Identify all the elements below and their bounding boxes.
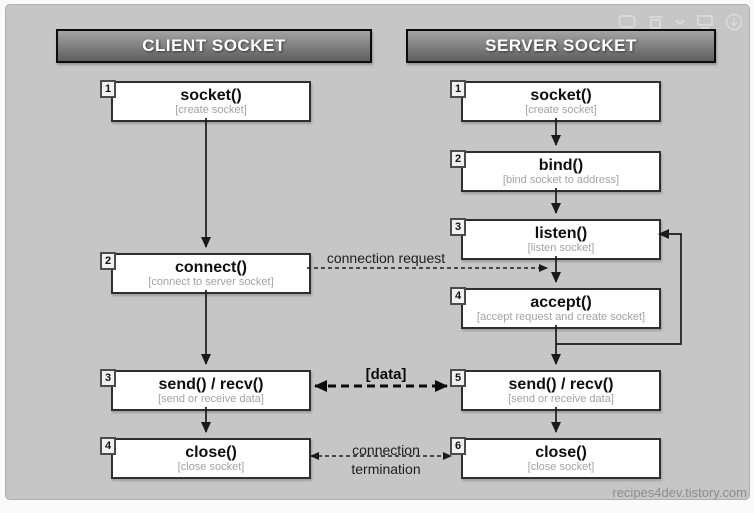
step-subtitle: [send or receive data] [158, 392, 264, 405]
step-title: accept() [530, 293, 592, 311]
step-subtitle: [send or receive data] [508, 392, 614, 405]
step-number-badge: 4 [450, 287, 466, 305]
diagram-canvas: CLIENT SOCKET SERVER SOCKET 1 socket() [… [5, 4, 750, 500]
step-subtitle: [listen socket] [527, 241, 595, 254]
step-number-badge: 6 [450, 437, 466, 455]
connection-termination-label-line1: connection [352, 442, 420, 458]
step-title: socket() [530, 86, 592, 104]
server-step-socket: 1 socket() [create socket] [450, 80, 661, 122]
server-step-bind: 2 bind() [bind socket to address] [450, 150, 661, 192]
client-step-close: 4 close() [close socket] [100, 437, 311, 479]
step-number-badge: 3 [450, 218, 466, 236]
viewer-toolbar [618, 11, 749, 33]
comment-icon[interactable] [618, 14, 636, 30]
client-step-connect: 2 connect() [connect to server socket] [100, 252, 311, 294]
server-step-listen: 3 listen() [listen socket] [450, 218, 661, 260]
step-number-badge: 3 [100, 369, 116, 387]
step-title: send() / recv() [158, 375, 264, 393]
step-subtitle: [create socket] [175, 103, 247, 116]
step-number-badge: 1 [450, 80, 466, 98]
save-icon[interactable] [647, 14, 664, 30]
step-title: connect() [175, 258, 247, 276]
server-step-accept: 4 accept() [accept request and create so… [450, 287, 661, 329]
download-icon[interactable] [725, 13, 743, 31]
client-step-socket: 1 socket() [create socket] [100, 80, 311, 122]
server-socket-header: SERVER SOCKET [406, 29, 716, 63]
data-transfer-label: [data] [365, 366, 407, 383]
step-number-badge: 1 [100, 80, 116, 98]
step-title: socket() [180, 86, 242, 104]
step-number-badge: 2 [100, 252, 116, 270]
step-title: listen() [534, 224, 588, 242]
step-subtitle: [close socket] [177, 460, 245, 473]
client-socket-header: CLIENT SOCKET [56, 29, 372, 63]
step-subtitle: [accept request and create socket] [476, 310, 646, 323]
step-subtitle: [create socket] [525, 103, 597, 116]
step-title: bind() [538, 156, 584, 174]
connection-request-label: connection request [326, 250, 446, 266]
step-title: close() [185, 443, 237, 461]
step-subtitle: [close socket] [527, 460, 595, 473]
step-subtitle: [bind socket to address] [502, 173, 620, 186]
client-step-send-recv: 3 send() / recv() [send or receive data] [100, 369, 311, 411]
step-title: close() [535, 443, 587, 461]
step-title: send() / recv() [508, 375, 614, 393]
chevron-down-icon[interactable] [675, 14, 685, 30]
watermark: recipes4dev.tistory.com [612, 485, 747, 500]
step-number-badge: 5 [450, 369, 466, 387]
monitor-icon[interactable] [696, 14, 714, 30]
server-step-close: 6 close() [close socket] [450, 437, 661, 479]
step-number-badge: 4 [100, 437, 116, 455]
step-number-badge: 2 [450, 150, 466, 168]
connection-termination-label-line2: termination [351, 461, 421, 477]
step-subtitle: [connect to server socket] [148, 275, 274, 288]
server-step-send-recv: 5 send() / recv() [send or receive data] [450, 369, 661, 411]
